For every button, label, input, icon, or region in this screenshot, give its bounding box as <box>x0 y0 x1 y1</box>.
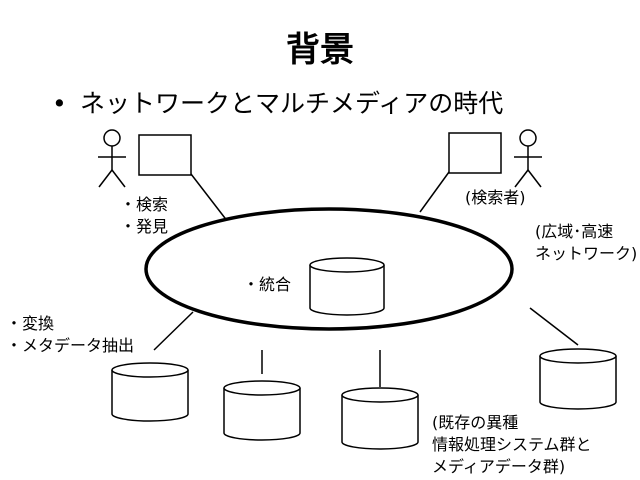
label-existing-line2: 情報処理システム群と <box>432 435 592 454</box>
label-network-line2: ネットワーク) <box>535 244 638 263</box>
connector-left-terminal <box>190 173 229 223</box>
label-existing-line3: メディアデータ群) <box>432 457 566 476</box>
label-search-discover: ・検索 ・発見 <box>120 194 168 238</box>
connector-right-terminal <box>419 171 450 213</box>
label-discover: ・発見 <box>120 217 169 236</box>
person-left-icon <box>98 129 126 188</box>
label-conversion: ・変換 ・メタデータ抽出 <box>6 313 134 357</box>
label-metadata-extract: ・メタデータ抽出 <box>6 336 135 355</box>
database-2 <box>223 380 301 441</box>
bullet-dot: • <box>52 89 67 118</box>
integration-db <box>309 257 385 316</box>
label-search: ・検索 <box>120 195 169 214</box>
connector-db-4 <box>529 307 579 346</box>
bullet-item: • ネットワークとマルチメディアの時代 <box>52 84 503 120</box>
person-right-icon <box>514 129 542 188</box>
terminal-right <box>448 132 502 174</box>
label-convert: ・変換 <box>6 314 55 333</box>
label-network: (広域･高速 ネットワーク) <box>535 221 637 265</box>
slide-title: 背景 <box>286 30 354 70</box>
database-3 <box>341 387 419 450</box>
label-searcher: (検索者) <box>465 188 526 207</box>
label-network-line1: (広域･高速 <box>535 222 614 241</box>
database-4 <box>539 348 617 410</box>
connector-db-1 <box>153 311 194 351</box>
bullet-text: ネットワークとマルチメディアの時代 <box>80 89 504 118</box>
database-1 <box>111 362 189 422</box>
label-integration: ・統合 <box>243 275 292 294</box>
label-existing-line1: (既存の異種 <box>432 413 519 432</box>
terminal-left <box>138 134 192 176</box>
label-existing-systems: (既存の異種 情報処理システム群と メディアデータ群) <box>432 412 592 478</box>
